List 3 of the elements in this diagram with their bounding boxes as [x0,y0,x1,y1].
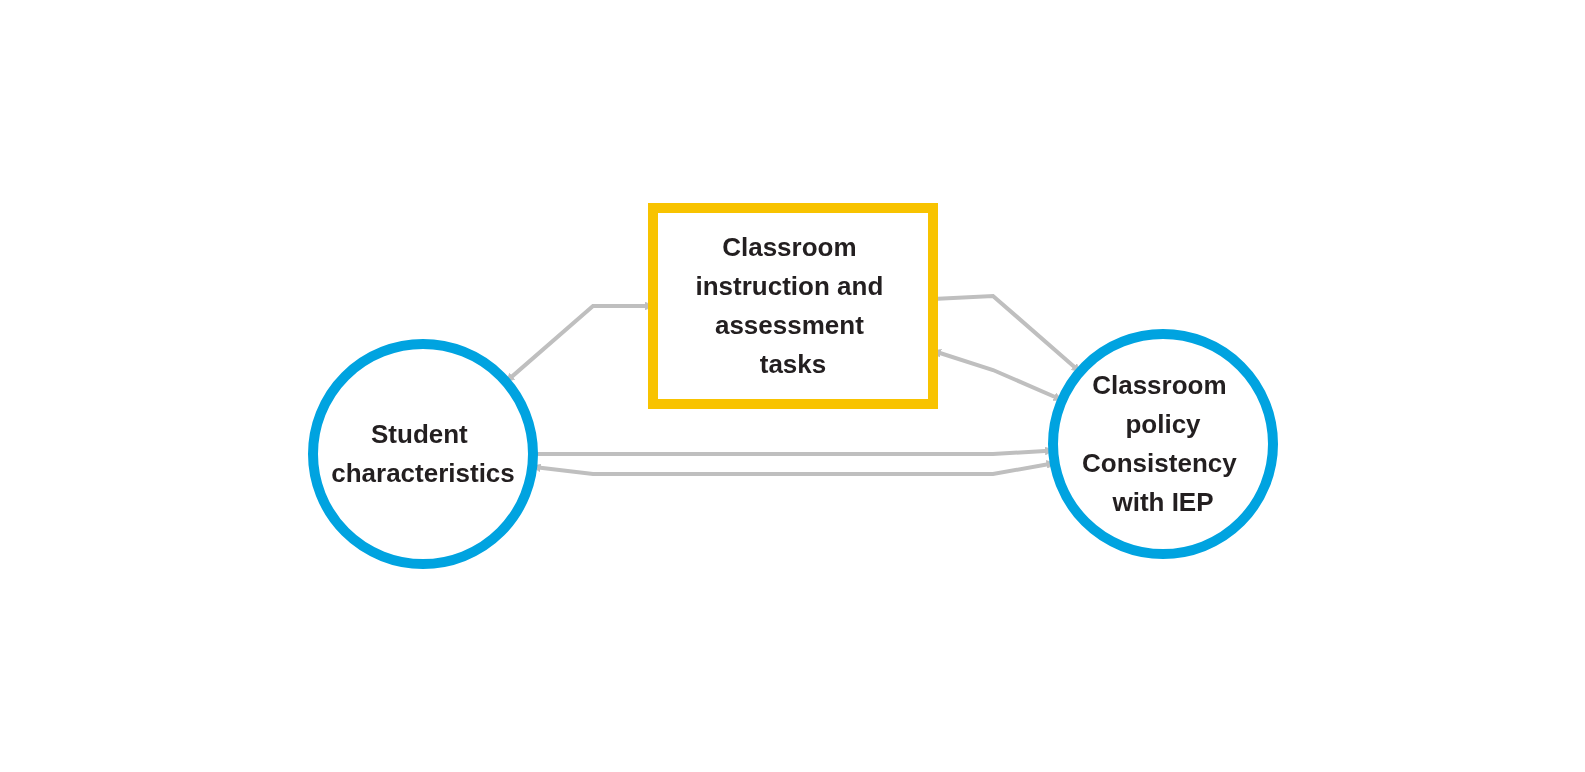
node-circle: Classroom policy Consistency with IEP [1047,329,1278,559]
node-circle: Student characteristics [307,339,538,569]
node-box: Classroom instruction and assessment tasks [647,203,938,409]
